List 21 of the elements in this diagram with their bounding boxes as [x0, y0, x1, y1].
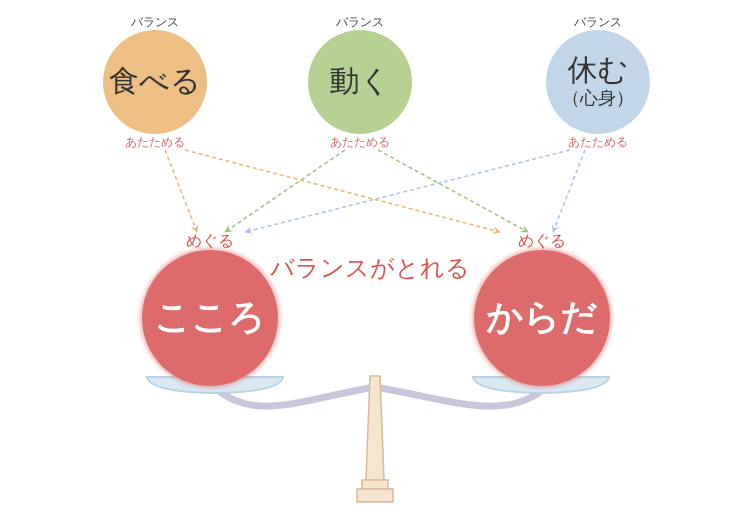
caption-label: あたためる [568, 134, 628, 150]
dashed-arrow [552, 150, 586, 233]
node-label: 食べる [109, 64, 201, 100]
node-label: 動く [330, 64, 390, 100]
dashed-arrow [244, 149, 570, 234]
node-label: 休む [568, 54, 628, 88]
caption-label: バランス [131, 14, 179, 30]
caption-label: めぐる [518, 232, 566, 250]
heading-label: バランスがとれる [270, 253, 470, 284]
node-label: こころ [154, 297, 266, 339]
dashed-arrow [164, 150, 198, 233]
node-label: からだ [486, 297, 598, 339]
node-label: （心身） [562, 88, 634, 110]
caption-label: あたためる [125, 134, 185, 150]
dashed-arrow [224, 149, 346, 233]
caption-label: バランス [336, 14, 384, 30]
dashed-arrow [378, 149, 529, 233]
dashed-arrow [184, 149, 501, 234]
caption-label: めぐる [186, 232, 234, 250]
caption-label: バランス [574, 14, 622, 30]
caption-label: あたためる [330, 134, 390, 150]
